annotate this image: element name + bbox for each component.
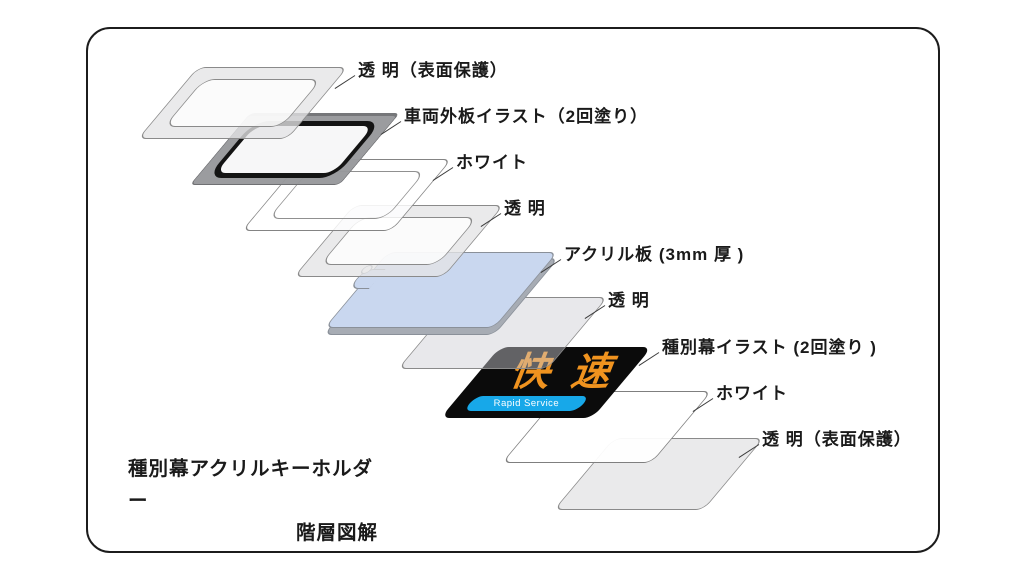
diagram-title-line2: 階層図解: [295, 522, 378, 544]
sign-romaji-text: Rapid Service: [492, 398, 561, 409]
label-clear-lower: 透 明: [608, 291, 650, 310]
layer-clear-top-window: [163, 79, 322, 127]
label-sign-illustration: 種別幕イラスト (2回塗り ): [662, 338, 877, 357]
sign-romaji-band: Rapid Service: [463, 396, 590, 411]
label-white-lower: ホワイト: [716, 384, 788, 403]
sheet-border: [86, 27, 940, 553]
label-clear-bottom: 透 明（表面保護）: [762, 430, 912, 449]
label-vehicle-body: 車両外板イラスト（2回塗り）: [404, 107, 649, 126]
label-clear-top: 透 明（表面保護）: [358, 61, 508, 80]
label-white-upper: ホワイト: [456, 153, 528, 172]
diagram-title: 種別幕アクリルキーホルダー 階層図解: [128, 453, 378, 549]
label-clear-upper: 透 明: [504, 199, 546, 218]
diagram-title-line1: 種別幕アクリルキーホルダー: [128, 458, 374, 512]
label-acrylic-plate: アクリル板 (3mm 厚 ): [564, 245, 745, 264]
